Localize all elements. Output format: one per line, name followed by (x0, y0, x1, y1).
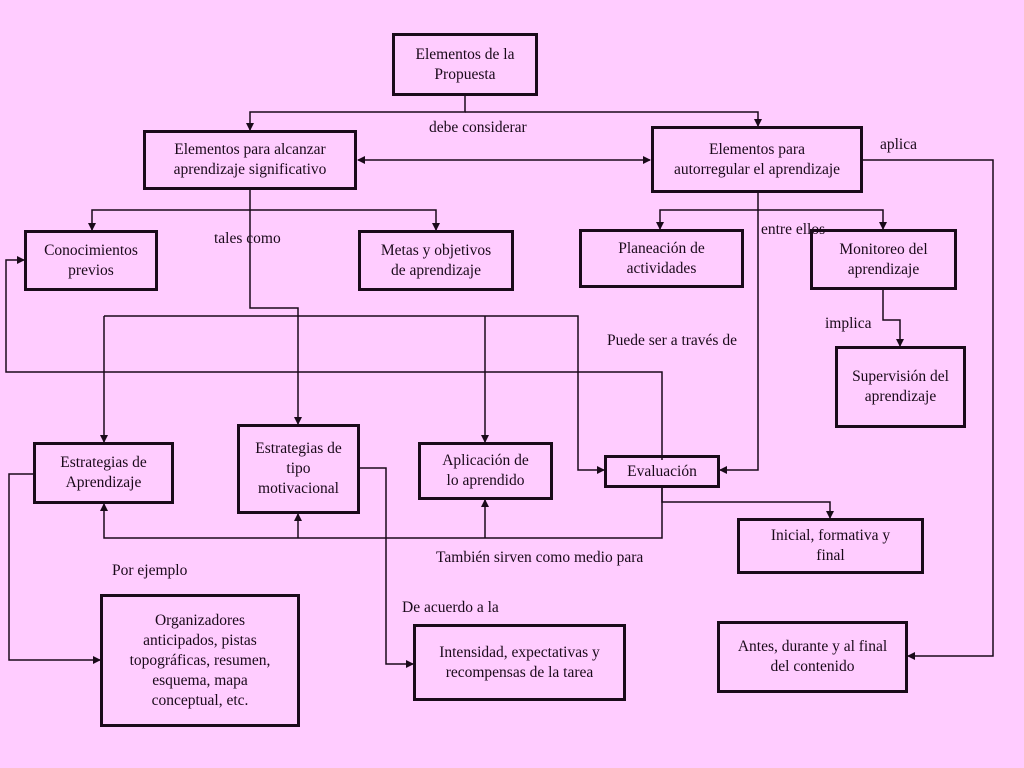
node-supervision: Supervisión del aprendizaje (835, 346, 966, 428)
node-aplicacion: Aplicación de lo aprendido (418, 442, 553, 500)
node-autorregular: Elementos para autorregular el aprendiza… (651, 126, 863, 193)
label-de-acuerdo: De acuerdo a la (402, 599, 499, 616)
node-organizadores: Organizadores anticipados, pistas topogr… (100, 594, 300, 727)
connector-propuesta-split (246, 96, 466, 131)
node-estrategias-aprendizaje: Estrategias de Aprendizaje (33, 442, 174, 504)
connector-propuesta-autorregular (465, 111, 762, 127)
connector-significativo-down (249, 210, 302, 425)
label-por-ejemplo: Por ejemplo (112, 562, 188, 579)
connector-evaluacion-inicial (661, 487, 834, 519)
label-tales-como: tales como (214, 230, 281, 247)
label-tambien-sirven: También sirven como medio para (436, 549, 644, 566)
node-metas: Metas y objetivos de aprendizaje (358, 230, 514, 291)
node-aprendizaje-significativo: Elementos para alcanzar aprendizaje sign… (143, 130, 357, 190)
node-propuesta: Elementos de la Propuesta (392, 33, 538, 96)
label-entre-ellos: entre ellos (761, 221, 826, 238)
node-monitoreo: Monitoreo del aprendizaje (810, 229, 957, 290)
connector-estrategias-hbar (104, 315, 605, 474)
node-planeacion: Planeación de actividades (579, 229, 744, 288)
connector-significativo-branch (88, 190, 251, 231)
connector-autorregular-evaluacion (719, 210, 759, 474)
node-evaluacion: Evaluación (604, 455, 720, 488)
connector-tambien-sirven (100, 487, 663, 539)
label-aplica: aplica (880, 136, 918, 153)
label-implica: implica (825, 315, 872, 332)
connector-autorregular-branch (656, 193, 759, 230)
node-intensidad: Intensidad, expectativas y recompensas d… (413, 624, 626, 701)
connector-significativo-metas (250, 209, 440, 231)
connector-evaluacion-loop (5, 256, 663, 460)
connector-implica (882, 290, 904, 347)
node-antes: Antes, durante y al final del contenido (717, 621, 908, 693)
connector-por-ejemplo (8, 473, 101, 664)
node-estrategias-motivacional: Estrategias de tipo motivacional (237, 424, 360, 514)
connector-autorregular-monitoreo (758, 209, 887, 230)
node-conocimientos-previos: Conocimientos previos (24, 230, 158, 291)
node-inicial: Inicial, formativa y final (737, 518, 924, 574)
label-puede-ser: Puede ser a través de (607, 332, 737, 349)
label-debe-considerar: debe considerar (429, 119, 527, 136)
connector-de-acuerdo (359, 467, 414, 668)
connector-aplica (862, 159, 994, 660)
